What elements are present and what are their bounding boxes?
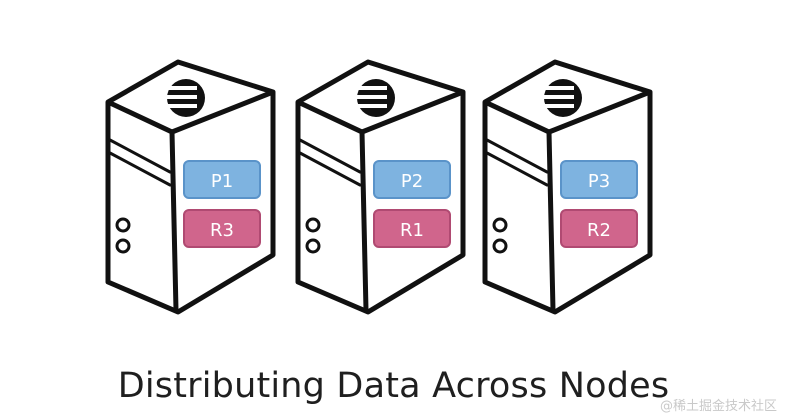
primary-shard-label: P1 [211,171,233,192]
server-front-edge [169,129,179,313]
primary-shard-box [560,160,638,199]
replica-shard-label: R2 [587,220,611,241]
replica-shard-box [183,209,261,248]
node-logo-icon [544,79,582,117]
primary-shard-label: P3 [588,171,610,192]
primary-shard-box [183,160,261,199]
replica-shard-box [373,209,451,248]
primary-shard-label: P2 [401,171,423,192]
replica-shard-label: R3 [210,220,234,241]
indicator-light-icon [492,238,508,254]
server-outline [105,59,276,315]
replica-shard-label: R1 [400,220,424,241]
server-front-edge [546,129,556,313]
indicator-light-icon [305,238,321,254]
indicator-light-icon [492,217,508,233]
indicator-light-icon [115,217,131,233]
node-logo-icon [357,79,395,117]
vent-line [108,151,172,187]
vent-line [485,151,549,187]
diagram-caption: Distributing Data Across Nodes [117,366,670,406]
indicator-light-icon [305,217,321,233]
node-logo-icon [167,79,205,117]
indicator-light-icon [115,238,131,254]
vent-line [485,138,549,174]
watermark-text: @稀土掘金技术社区 [659,399,777,414]
vent-line [108,138,172,174]
server-outline [295,59,466,315]
vent-line [298,138,362,174]
vent-line [298,151,362,187]
server-outline [482,59,653,315]
primary-shard-box [373,160,451,199]
replica-shard-box [560,209,638,248]
server-front-edge [359,129,369,313]
